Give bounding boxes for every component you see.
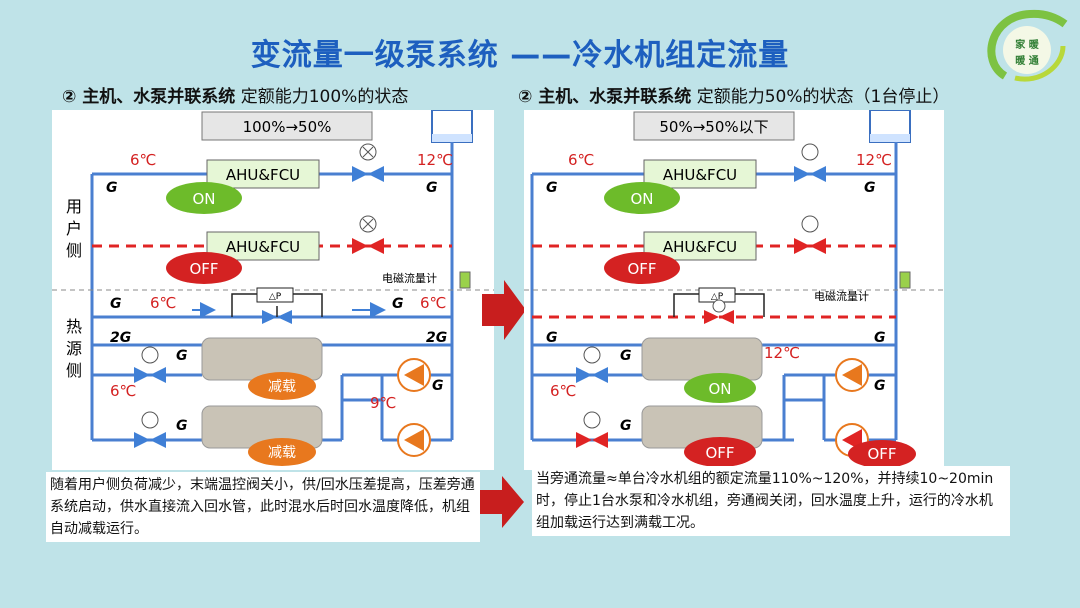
right-badge: 50%→50%以下 (659, 118, 768, 136)
left-description: 随着用户侧负荷减少，末端温控阀关小，供/回水压差提高，压差旁通系统启动，供水直接… (46, 472, 480, 542)
source-side-label: 侧 (66, 361, 82, 380)
left-ahu-2: AHU&FCU (226, 238, 300, 256)
left-subtitle: ② 主机、水泵并联系统 定额能力100%的状态 (62, 87, 409, 107)
left-state-off: OFF (189, 260, 218, 278)
temp-supply: 6℃ (130, 151, 156, 169)
left-state-on: ON (192, 190, 215, 208)
temp-supply: 6℃ (568, 151, 594, 169)
temp-return: 12℃ (417, 151, 453, 169)
flowmeter-label: 电磁流量计 (382, 271, 437, 285)
right-pump-off: OFF (867, 445, 896, 463)
right-ahu-2: AHU&FCU (663, 238, 737, 256)
g-label: G (426, 180, 438, 196)
g-label: G (110, 296, 122, 312)
page-title: 变流量一级泵系统 ——冷水机组定流量 (250, 38, 790, 73)
svg-text:家 暖: 家 暖 (1015, 38, 1039, 51)
g-label: G (176, 348, 188, 364)
g-label: G (106, 180, 118, 196)
source-side-label: 源 (66, 339, 82, 358)
g-label: G (864, 180, 876, 196)
user-side-label: 户 (66, 219, 82, 238)
g-label: G (620, 418, 632, 434)
dp-label: △P (711, 292, 724, 302)
left-load-2: 减载 (268, 445, 296, 461)
temp-pump: 9℃ (370, 394, 396, 412)
svg-text:暖 通: 暖 通 (1015, 54, 1038, 67)
g-label: G (432, 378, 444, 394)
temp-pump: 12℃ (764, 344, 800, 362)
temp-chiller-out: 6℃ (110, 382, 136, 400)
g-label: G (392, 296, 404, 312)
right-ahu-1: AHU&FCU (663, 166, 737, 184)
temp-bypass-left: 6℃ (150, 294, 176, 312)
user-side-label: 侧 (66, 241, 82, 260)
g2-label: 2G (426, 330, 447, 346)
temp-bypass-right: 6℃ (420, 294, 446, 312)
right-state-on: ON (630, 190, 653, 208)
temp-return: 12℃ (856, 151, 892, 169)
right-state-off: OFF (627, 260, 656, 278)
flowmeter-label: 电磁流量计 (814, 289, 869, 303)
right-chiller-off: OFF (705, 444, 734, 462)
left-badge: 100%→50% (243, 118, 332, 136)
left-diagram-panel: 100%→50% △P AHU&FCU AHU&FCU ON OFF 6℃ 12… (52, 109, 494, 470)
logo-icon: 家 暖 暖 通 (987, 9, 1068, 82)
right-diagram-panel: 50%→50%以下 △P AHU&FCU AHU&FCU ON OFF 6℃ 1… (524, 109, 944, 470)
description-arrow-icon (480, 476, 524, 528)
right-subtitle: ② 主机、水泵并联系统 定额能力50%的状态（1台停止） (518, 87, 950, 107)
transition-arrow-icon (482, 280, 526, 340)
g-label: G (546, 330, 558, 346)
left-load-1: 减载 (268, 379, 296, 395)
g-label: G (546, 180, 558, 196)
right-description: 当旁通流量≈单台冷水机组的额定流量110%~120%，并持续10~20min时，… (532, 466, 1010, 536)
source-side-label: 热 (66, 317, 82, 336)
g-label: G (874, 330, 886, 346)
g2-label: 2G (110, 330, 131, 346)
g-label: G (620, 348, 632, 364)
g-label: G (874, 378, 886, 394)
right-chiller-on: ON (708, 380, 731, 398)
user-side-label: 用 (66, 197, 82, 216)
temp-chiller-out: 6℃ (550, 382, 576, 400)
left-ahu-1: AHU&FCU (226, 166, 300, 184)
dp-label: △P (269, 292, 282, 302)
g-label: G (176, 418, 188, 434)
